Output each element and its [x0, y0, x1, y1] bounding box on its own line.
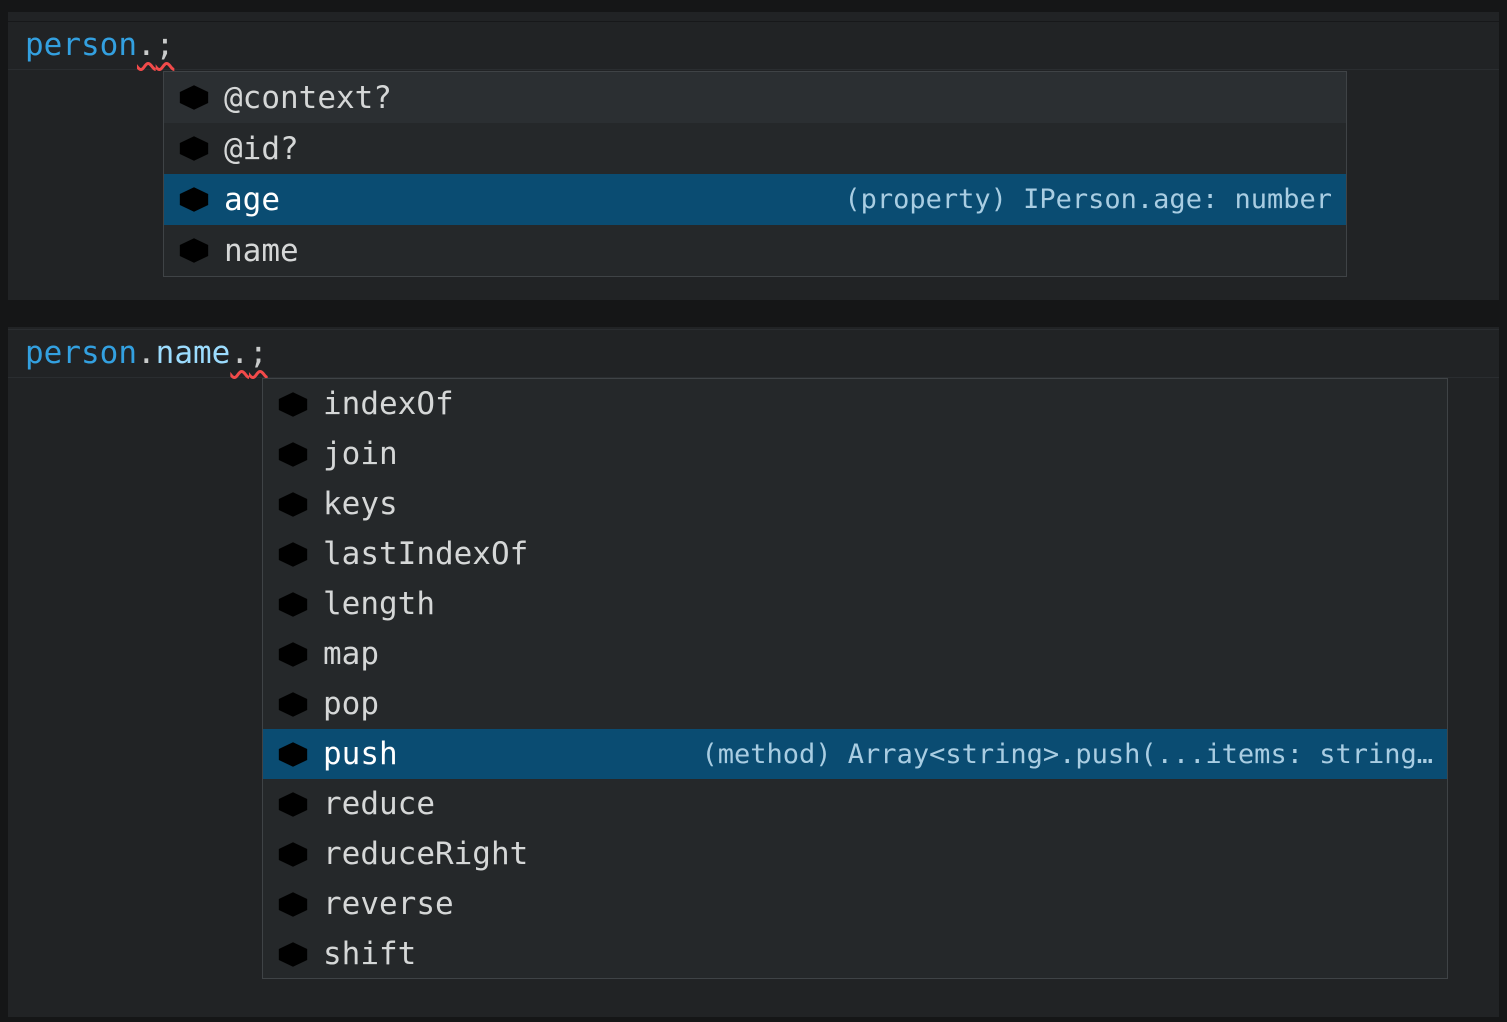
- token-dot-error: .: [230, 335, 249, 371]
- suggest-item-label: join: [323, 436, 398, 472]
- suggest-item-context[interactable]: @context?: [164, 72, 1346, 123]
- suggest-item-label: name: [224, 232, 299, 269]
- suggest-item-label: @context?: [224, 79, 392, 116]
- suggest-item-label: pop: [323, 686, 379, 722]
- suggest-widget-person: @context? @id? age (property) IPerson.ag…: [163, 71, 1347, 277]
- symbol-method-icon: [278, 391, 308, 417]
- suggest-item-label: @id?: [224, 130, 299, 167]
- suggest-item-pop[interactable]: pop: [263, 679, 1447, 729]
- token-name: name: [155, 335, 231, 371]
- suggest-item-reduceRight[interactable]: reduceRight: [263, 829, 1447, 879]
- suggest-item-name[interactable]: name: [164, 225, 1346, 276]
- symbol-method-icon: [278, 891, 308, 917]
- token-semicolon-error: ;: [155, 27, 175, 63]
- symbol-method-icon: [278, 741, 308, 767]
- suggest-item-label: shift: [323, 936, 417, 972]
- symbol-field-icon: [179, 187, 209, 212]
- code-line-person: person.;: [8, 21, 1499, 70]
- symbol-method-icon: [278, 441, 308, 467]
- suggest-widget-person-name: indexOf join keys lastIndexOf length map: [262, 378, 1448, 979]
- suggest-item-label: reverse: [323, 886, 454, 922]
- suggest-item-label: indexOf: [323, 386, 454, 422]
- suggest-item-shift[interactable]: shift: [263, 929, 1447, 979]
- suggest-item-reverse[interactable]: reverse: [263, 879, 1447, 929]
- suggest-item-reduce[interactable]: reduce: [263, 779, 1447, 829]
- suggest-item-map[interactable]: map: [263, 629, 1447, 679]
- suggest-item-label: lastIndexOf: [323, 536, 529, 572]
- suggest-item-label: push: [323, 736, 398, 772]
- suggest-item-join[interactable]: join: [263, 429, 1447, 479]
- suggest-item-label: keys: [323, 486, 398, 522]
- suggest-item-detail: (property) IPerson.age: number: [844, 184, 1332, 215]
- symbol-method-icon: [278, 941, 308, 967]
- symbol-field-icon: [179, 136, 209, 161]
- suggest-item-keys[interactable]: keys: [263, 479, 1447, 529]
- symbol-field-icon: [179, 85, 209, 110]
- editor-section-1: person.; @context? @id? age (property) I…: [8, 12, 1499, 300]
- suggest-item-label: age: [224, 181, 280, 218]
- code-text-1: person.;: [25, 22, 174, 69]
- suggest-item-detail: (method) Array<string>.push(...items: st…: [701, 738, 1434, 770]
- symbol-field-icon: [179, 238, 209, 263]
- suggest-item-indexOf[interactable]: indexOf: [263, 379, 1447, 429]
- suggest-item-push[interactable]: push (method) Array<string>.push(...item…: [263, 729, 1447, 779]
- suggest-item-label: reduce: [323, 786, 435, 822]
- token-person: person: [25, 27, 137, 63]
- symbol-method-icon: [278, 541, 308, 567]
- symbol-method-icon: [278, 691, 308, 717]
- suggest-item-label: map: [323, 636, 379, 672]
- suggest-item-lastIndexOf[interactable]: lastIndexOf: [263, 529, 1447, 579]
- suggest-item-id[interactable]: @id?: [164, 123, 1346, 174]
- suggest-item-label: length: [323, 586, 435, 622]
- editor-section-2: person.name.; indexOf join keys lastInde…: [8, 327, 1499, 1017]
- suggest-item-age[interactable]: age (property) IPerson.age: number: [164, 174, 1346, 225]
- code-line-person-name: person.name.;: [8, 329, 1499, 378]
- token-semicolon-error: ;: [248, 335, 268, 371]
- code-text-2: person.name.;: [25, 330, 268, 377]
- token-person: person: [25, 335, 137, 371]
- symbol-field-icon: [278, 591, 308, 617]
- symbol-method-icon: [278, 841, 308, 867]
- symbol-method-icon: [278, 491, 308, 517]
- suggest-item-label: reduceRight: [323, 836, 529, 872]
- token-dot: .: [136, 335, 156, 371]
- symbol-method-icon: [278, 791, 308, 817]
- token-dot-error: .: [136, 27, 156, 63]
- symbol-method-icon: [278, 641, 308, 667]
- suggest-item-length[interactable]: length: [263, 579, 1447, 629]
